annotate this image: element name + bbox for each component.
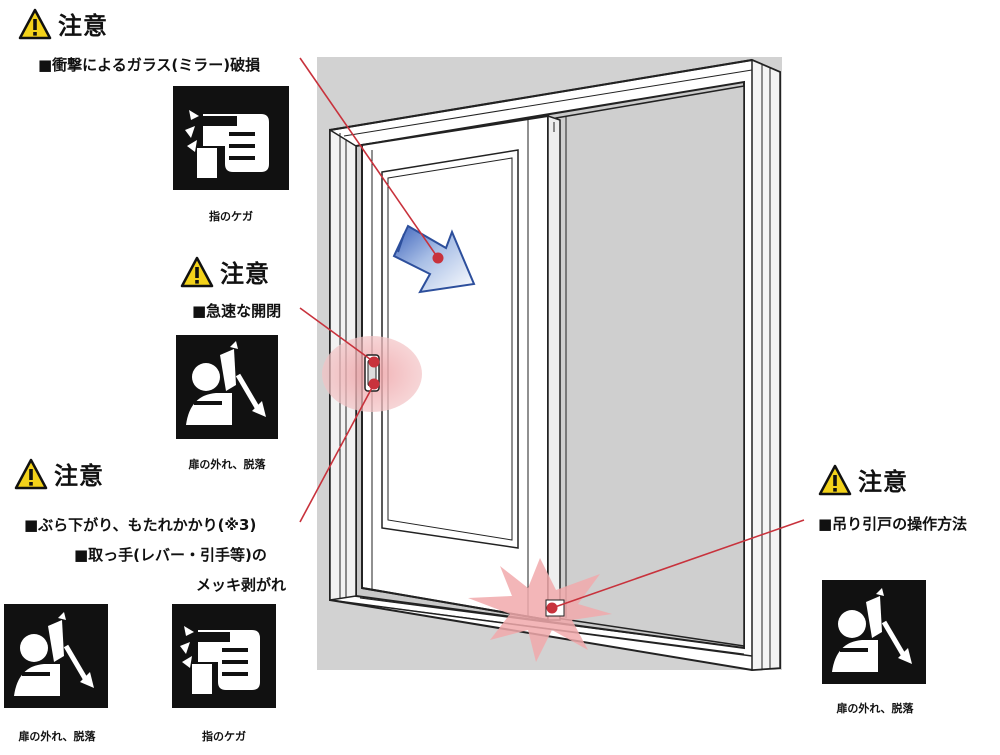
caution-text: 注意 (58, 12, 108, 40)
pictogram-caption: 指のケガ (202, 730, 246, 743)
callout-glass-breakage: ■衝撃によるガラス(ミラー)破損 (38, 56, 261, 74)
leader-hang (299, 383, 375, 523)
pictogram-caption: 扉の外れ、脱落 (18, 730, 96, 743)
caution-header-open-close: 注意 (180, 254, 270, 289)
caution-text: 注意 (858, 468, 908, 496)
marker-hanging-door (546, 602, 558, 614)
finger-injury-icon (172, 604, 276, 708)
door-fall-icon (176, 335, 278, 439)
caution-header-hang: 注意 (14, 456, 104, 491)
callout-handle-plating: ■取っ手(レバー・引手等)の (74, 546, 267, 564)
hanger-highlight-burst (468, 558, 612, 662)
caution-text: 注意 (220, 260, 270, 288)
caution-header-glass: 注意 (18, 6, 108, 41)
leader-hanging-door (551, 519, 805, 609)
door-fall-icon (4, 604, 108, 708)
leader-open-close (299, 307, 375, 363)
door-fall-icon (822, 580, 926, 684)
finger-injury-icon (173, 86, 289, 190)
callout-hanging-door-operation: ■吊り引戸の操作方法 (818, 515, 968, 533)
caution-header-hanging-door: 注意 (818, 462, 908, 497)
fixed-panel (555, 85, 745, 647)
marker-glass (432, 252, 444, 264)
marker-open-close (368, 356, 380, 368)
leader-glass (299, 57, 439, 259)
caution-text: 注意 (54, 462, 104, 490)
warning-icon (180, 256, 214, 287)
pictogram-caption: 扉の外れ、脱落 (188, 458, 266, 471)
warning-icon (14, 458, 48, 489)
pictogram-caption: 指のケガ (209, 210, 253, 223)
warning-icon (18, 8, 52, 39)
marker-hang (368, 378, 380, 390)
warning-icon (818, 464, 852, 495)
pictogram-caption: 扉の外れ、脱落 (836, 702, 914, 715)
callout-rapid-open-close: ■急速な開閉 (192, 302, 282, 320)
callout-hanging-leaning: ■ぶら下がり、もたれかかり(※3) (24, 516, 257, 534)
callout-handle-plating-2: メッキ剥がれ (196, 576, 287, 594)
